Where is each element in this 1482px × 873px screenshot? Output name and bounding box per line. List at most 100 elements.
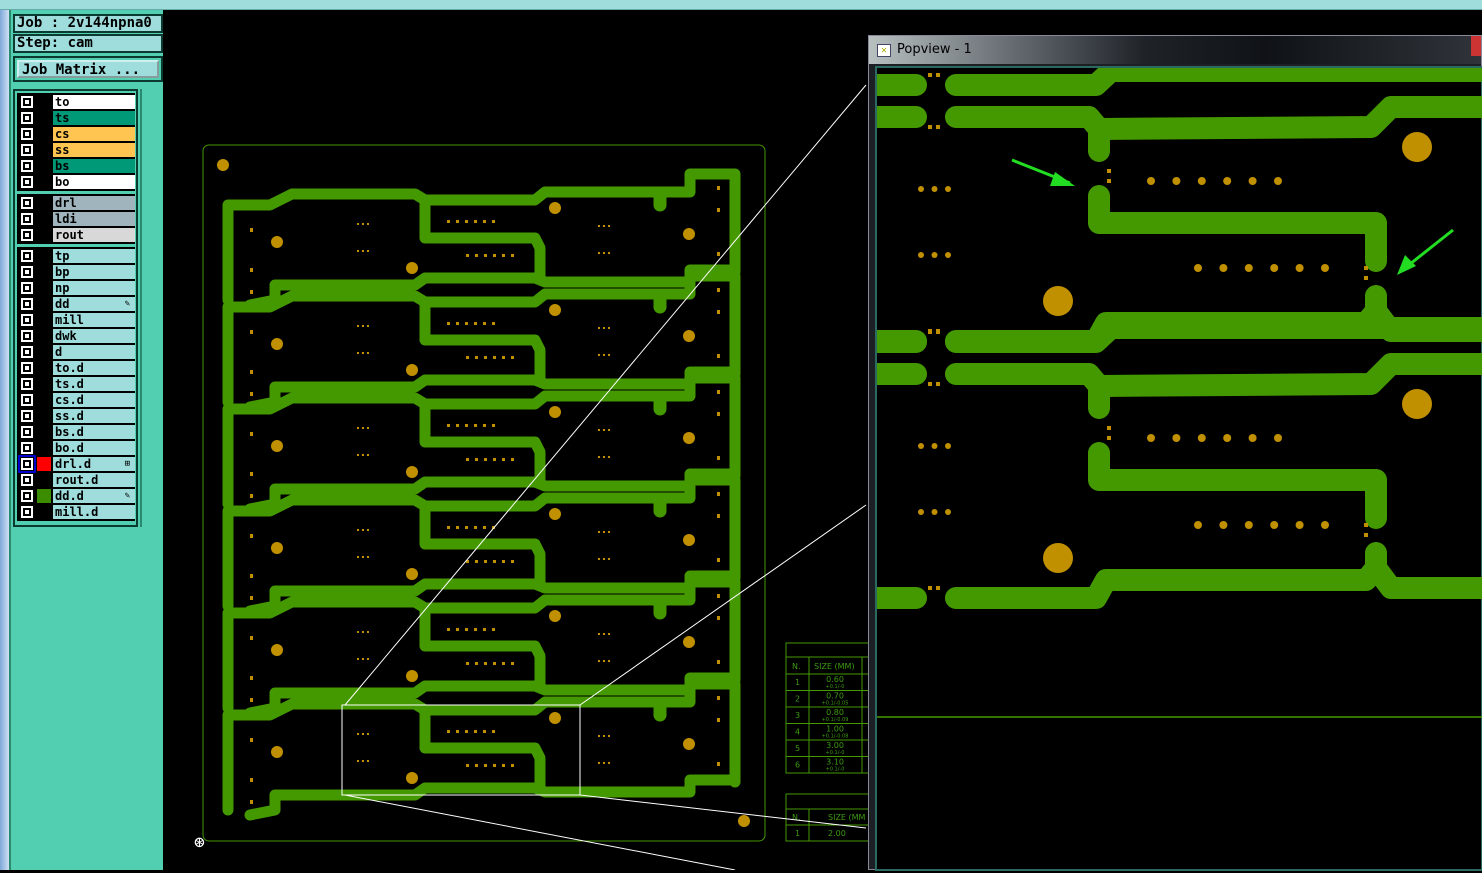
layer-row[interactable]: dd✎ <box>18 296 135 312</box>
layer-row[interactable]: cs.d <box>18 392 135 408</box>
layer-row[interactable]: to <box>18 94 135 110</box>
layer-name[interactable]: mill <box>53 313 135 327</box>
layer-row[interactable]: tp <box>18 248 135 264</box>
layer-name[interactable]: to <box>53 95 135 109</box>
close-button[interactable] <box>1471 36 1481 56</box>
layer-row[interactable]: ts <box>18 110 135 126</box>
layer-name[interactable]: dd <box>53 297 135 311</box>
layer-checkbox[interactable] <box>20 143 34 157</box>
layer-name[interactable]: bs <box>53 159 135 173</box>
layer-row[interactable]: ldi <box>18 211 135 227</box>
smd-pad <box>717 208 720 212</box>
layer-row[interactable]: mill <box>18 312 135 328</box>
layer-row[interactable]: bs.d <box>18 424 135 440</box>
layer-scrollbar[interactable] <box>140 89 163 527</box>
layer-name[interactable]: bo <box>53 175 135 189</box>
layer-checkbox[interactable] <box>20 228 34 242</box>
smd-pad <box>1295 264 1304 272</box>
layer-checkbox[interactable] <box>20 265 34 279</box>
layer-checkbox[interactable] <box>20 313 34 327</box>
layer-name[interactable]: ldi <box>53 212 135 226</box>
origin-icon: ⊛ <box>194 832 205 853</box>
smd-pad <box>603 429 605 431</box>
trace <box>244 774 741 821</box>
layer-checkbox[interactable] <box>20 425 34 439</box>
layer-checkbox[interactable] <box>20 281 34 295</box>
layer-row[interactable]: dd.d✎ <box>18 488 135 504</box>
layer-name[interactable]: cs.d <box>53 393 135 407</box>
layer-name[interactable]: ss <box>53 143 135 157</box>
layer-name[interactable]: ss.d <box>53 409 135 423</box>
layer-row[interactable]: drl.d⊞ <box>18 455 135 473</box>
layer-row[interactable]: bo <box>18 174 135 190</box>
layer-checkbox[interactable] <box>20 127 34 141</box>
layer-checkbox[interactable] <box>20 473 34 487</box>
layer-checkbox[interactable] <box>20 393 34 407</box>
smd-pad <box>936 586 940 590</box>
layer-checkbox[interactable] <box>20 196 34 210</box>
layer-name[interactable]: cs <box>53 127 135 141</box>
layer-name[interactable]: rout <box>53 228 135 242</box>
smd-pad <box>1197 434 1206 442</box>
layer-name[interactable]: np <box>53 281 135 295</box>
pcb-unit <box>222 168 741 311</box>
layer-row[interactable]: ts.d <box>18 376 135 392</box>
trace <box>945 353 1482 397</box>
layer-checkbox[interactable] <box>20 95 34 109</box>
layer-name[interactable]: ts <box>53 111 135 125</box>
layer-name[interactable]: drl.d <box>53 457 135 471</box>
layer-row[interactable]: mill.d <box>18 504 135 520</box>
layer-checkbox[interactable] <box>20 249 34 263</box>
layer-group: drl ldi rout <box>17 194 135 244</box>
layer-row[interactable]: bp <box>18 264 135 280</box>
layer-row[interactable]: ss <box>18 142 135 158</box>
layer-checkbox[interactable] <box>20 441 34 455</box>
layer-checkbox[interactable] <box>20 159 34 173</box>
layer-name[interactable]: tp <box>53 249 135 263</box>
smd-pad <box>502 458 505 461</box>
layer-checkbox[interactable] <box>20 489 34 503</box>
layer-name[interactable]: rout.d <box>53 473 135 487</box>
layer-row[interactable]: drl <box>18 195 135 211</box>
layer-row[interactable]: rout <box>18 227 135 243</box>
layer-checkbox[interactable] <box>20 361 34 375</box>
popview-titlebar[interactable]: ✕ Popview - 1 <box>869 36 1481 64</box>
layer-name[interactable]: d <box>53 345 135 359</box>
layer-name[interactable]: ts.d <box>53 377 135 391</box>
popview-canvas[interactable] <box>875 66 1482 871</box>
layer-name[interactable]: drl <box>53 196 135 210</box>
layer-name[interactable]: bs.d <box>53 425 135 439</box>
layer-name[interactable]: dwk <box>53 329 135 343</box>
layer-checkbox[interactable] <box>20 175 34 189</box>
layer-row[interactable]: d <box>18 344 135 360</box>
layer-checkbox[interactable] <box>20 212 34 226</box>
job-matrix-button[interactable]: Job Matrix ... <box>13 56 163 82</box>
layer-row[interactable]: rout.d <box>18 472 135 488</box>
layer-row[interactable]: to.d <box>18 360 135 376</box>
layer-checkbox[interactable] <box>20 345 34 359</box>
layer-row[interactable]: dwk <box>18 328 135 344</box>
layer-checkbox[interactable] <box>20 329 34 343</box>
smd-pad <box>475 254 478 257</box>
layer-name[interactable]: bo.d <box>53 441 135 455</box>
layer-checkbox[interactable] <box>20 505 34 519</box>
smd-pad <box>918 509 924 515</box>
layer-checkbox[interactable] <box>20 377 34 391</box>
layer-name[interactable]: dd.d <box>53 489 135 503</box>
layer-checkbox[interactable] <box>20 297 34 311</box>
layer-row[interactable]: np <box>18 280 135 296</box>
smd-pad <box>511 356 514 359</box>
layer-row[interactable]: ss.d <box>18 408 135 424</box>
layer-checkbox[interactable] <box>18 455 36 473</box>
layer-row[interactable]: bs <box>18 158 135 174</box>
layer-checkbox[interactable] <box>20 111 34 125</box>
layer-checkbox[interactable] <box>20 409 34 423</box>
layer-name[interactable]: to.d <box>53 361 135 375</box>
layer-name[interactable]: mill.d <box>53 505 135 519</box>
layer-row[interactable]: bo.d <box>18 440 135 456</box>
pad <box>1043 543 1073 573</box>
layer-row[interactable]: cs <box>18 126 135 142</box>
layer-name[interactable]: bp <box>53 265 135 279</box>
smd-pad <box>1219 264 1228 272</box>
